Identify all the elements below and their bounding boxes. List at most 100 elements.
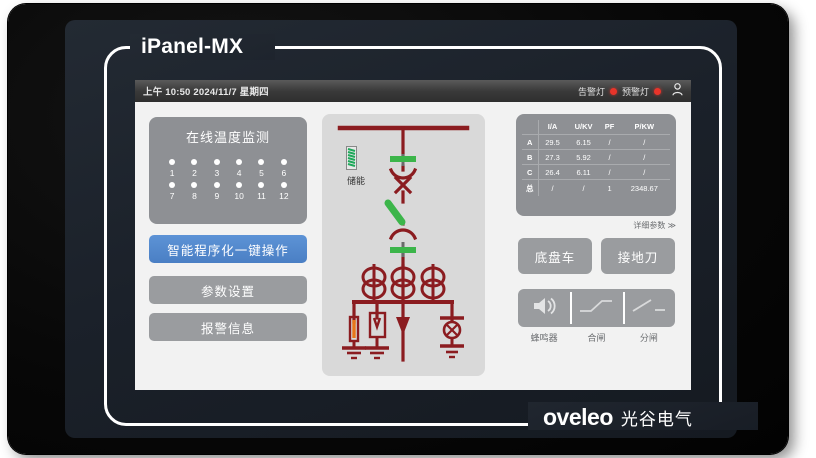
switch-closed-icon: [578, 296, 614, 321]
cell-pf: /: [600, 149, 619, 165]
temp-point-label: 2: [192, 168, 197, 178]
status-indicators: 告警灯 预警灯: [578, 83, 683, 99]
close-breaker-button[interactable]: [570, 289, 622, 327]
temp-point-label: 7: [169, 191, 175, 201]
ground-symbol-icon: [342, 346, 366, 360]
temp-point-label: 3: [214, 168, 220, 178]
table-row: A 29.5 6.15 / /: [522, 134, 670, 150]
brand-wordmark-cn: 光谷电气: [620, 410, 693, 429]
column-header-current: I/A: [538, 120, 567, 135]
alarm-lamp-icon[interactable]: [609, 87, 617, 95]
earthing-switch-button[interactable]: 接地刀: [601, 238, 675, 274]
row-label: B: [522, 149, 539, 165]
prealarm-lamp-icon[interactable]: [654, 87, 661, 95]
table-row: 总 / / 1 2348.67: [522, 179, 670, 196]
table-row: B 27.3 5.92 / /: [522, 149, 670, 165]
table-header-row: I/A U/KV PF P/KW: [522, 120, 670, 135]
temperature-point-grid: 1 2 3 4 5 6 7 8 9 10 11: [149, 159, 307, 202]
user-icon[interactable]: [672, 83, 683, 99]
temp-point-indicator[interactable]: [169, 159, 176, 165]
auto-operation-button[interactable]: 智能程序化一键操作: [149, 235, 307, 263]
buzzer-label: 蜂鸣器: [530, 333, 558, 343]
temp-point-indicator[interactable]: [191, 182, 198, 188]
energy-storage-spring-icon: [346, 146, 357, 170]
temp-point-label: 6: [281, 168, 287, 178]
cell-voltage: 5.92: [566, 149, 601, 165]
buzzer-button[interactable]: [518, 289, 570, 327]
detail-parameters-link[interactable]: 详细参数 ≫: [633, 221, 676, 230]
measurement-panel: I/A U/KV PF P/KW A 29.5 6.15 / /: [516, 114, 676, 216]
cell-voltage: 6.15: [566, 134, 601, 150]
ground-symbol-icon: [365, 346, 389, 360]
control-button-labels: 蜂鸣器 合闸 分闸: [518, 331, 675, 344]
temp-point-indicator[interactable]: [213, 159, 220, 165]
cell-voltage: /: [566, 179, 601, 196]
cell-voltage: 6.11: [566, 164, 601, 180]
temperature-panel-title: 在线温度监测: [185, 130, 270, 145]
speaker-icon: [532, 296, 556, 321]
row-label: A: [522, 134, 539, 150]
temp-point-indicator[interactable]: [258, 159, 265, 165]
cell-current: 26.4: [538, 164, 567, 180]
temp-point-indicator[interactable]: [169, 182, 176, 188]
device-frame: iPanel-MX oveleo 光谷电气 上午 10:50 2024/11/7…: [8, 4, 788, 454]
row-label: 总: [522, 179, 539, 196]
temperature-monitor-panel: 在线温度监测 1 2 3 4 5 6: [149, 117, 307, 224]
open-label: 分闸: [639, 333, 658, 343]
alarm-info-button[interactable]: 报警信息: [149, 313, 307, 341]
temp-point-label: 8: [192, 191, 197, 201]
temp-point-indicator[interactable]: [191, 159, 198, 165]
temp-point-indicator[interactable]: [258, 182, 265, 188]
temp-point-indicator[interactable]: [236, 159, 243, 165]
brand-wordmark: oveleo: [543, 404, 613, 430]
temp-point-label: 5: [259, 168, 264, 178]
parameter-settings-button[interactable]: 参数设置: [149, 276, 307, 304]
temp-point-label: 9: [214, 191, 220, 201]
voltage-transformer-icon: [368, 311, 387, 347]
temp-point-indicator[interactable]: [280, 159, 287, 165]
chassis-truck-button[interactable]: 底盘车: [518, 238, 592, 274]
column-header-blank: [522, 120, 539, 135]
temp-point-label: 12: [279, 191, 289, 201]
cell-pf: 1: [600, 179, 619, 196]
single-line-diagram[interactable]: [322, 114, 485, 376]
temp-point-indicator[interactable]: [280, 182, 287, 188]
open-breaker-button[interactable]: [622, 289, 675, 327]
temp-point-indicator[interactable]: [213, 182, 220, 188]
breaker-closed-contact-icon: [390, 154, 416, 166]
cell-power: /: [618, 164, 670, 180]
temp-point-label: 1: [169, 168, 175, 178]
column-header-voltage: U/KV: [566, 120, 601, 135]
table-row: C 26.4 6.11 / /: [522, 164, 670, 180]
clock-label: 上午 10:50 2024/11/7 星期四: [143, 87, 269, 98]
single-line-diagram-panel: 储能: [322, 114, 485, 376]
measurement-table: I/A U/KV PF P/KW A 29.5 6.15 / /: [522, 120, 670, 196]
logo-mask: [528, 402, 758, 430]
prealarm-lamp-label: 预警灯: [621, 86, 649, 97]
title-mask: [130, 34, 275, 60]
cell-current: 27.3: [538, 149, 567, 165]
cell-power: /: [618, 149, 670, 165]
temp-point-label: 4: [236, 168, 242, 178]
bezel-outline: [104, 46, 722, 426]
cell-pf: /: [600, 134, 619, 150]
surge-arrester-icon: [348, 315, 360, 347]
status-bar: 上午 10:50 2024/11/7 星期四 告警灯 预警灯: [135, 80, 691, 102]
cell-power: /: [618, 134, 670, 150]
energy-storage-label: 储能: [346, 176, 365, 186]
cell-power: 2348.67: [618, 179, 670, 196]
load-direction-arrow-icon: [396, 317, 410, 335]
temp-point-indicator[interactable]: [236, 182, 243, 188]
close-label: 合闸: [587, 333, 606, 343]
control-button-group: [518, 289, 675, 327]
switch-open-icon: [631, 296, 667, 321]
isolator-open-blade-icon: [384, 199, 406, 226]
cell-pf: /: [600, 164, 619, 180]
row-label: C: [522, 164, 539, 180]
page-title: iPanel-MX: [141, 35, 244, 58]
screen-body: 在线温度监测 1 2 3 4 5 6: [135, 102, 691, 390]
alarm-lamp-label: 告警灯: [577, 86, 605, 97]
brand-logo: oveleo 光谷电气: [543, 404, 693, 431]
current-transformer-icon: [361, 264, 446, 302]
temp-point-label: 11: [257, 191, 266, 201]
